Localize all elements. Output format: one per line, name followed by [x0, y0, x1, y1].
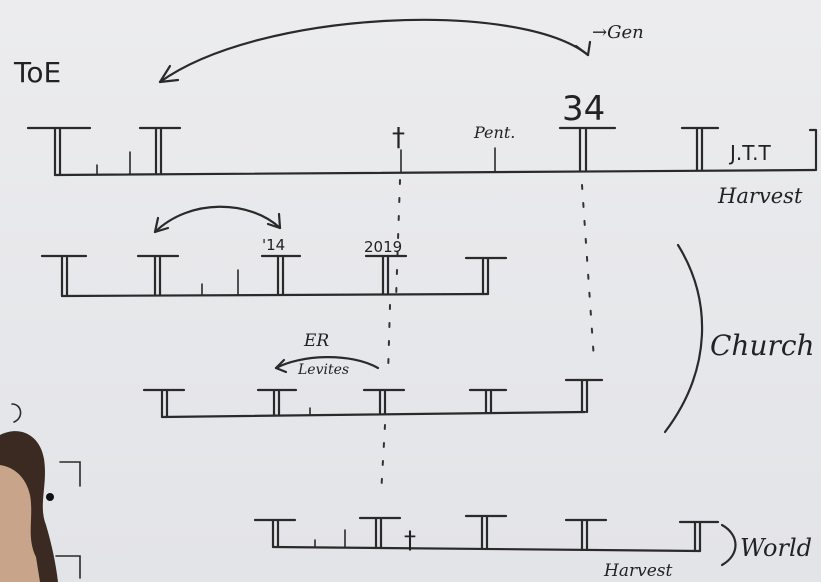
label-2019: 2019 [364, 238, 402, 256]
t-marker [26, 126, 92, 177]
t-marker [464, 256, 508, 296]
label-world: World [740, 534, 812, 562]
tick-mark [201, 269, 239, 295]
arrow-head [153, 216, 170, 234]
label-levites: Levites [297, 362, 349, 378]
timeline-row-4: † World Harvest [253, 514, 812, 581]
label-jtt: J.T.T [728, 141, 771, 165]
t-marker [564, 378, 604, 414]
world-bracket [720, 523, 737, 567]
label-toe: ToE [13, 56, 61, 89]
cross-bottom: † [404, 526, 416, 554]
label-pent: Pent. [473, 123, 515, 142]
t-marker [464, 514, 508, 551]
t-marker [564, 518, 608, 552]
timeline-line-2 [60, 292, 490, 298]
timeline-row-3: ER Levites [142, 331, 604, 419]
edge-mark [11, 403, 22, 423]
t-marker [678, 520, 720, 553]
label-harvest-top: Harvest [717, 184, 803, 208]
church-bracket [663, 243, 704, 434]
cross-top: † [392, 123, 405, 153]
edge-mark [55, 555, 81, 579]
t-marker [142, 388, 186, 419]
t-marker [40, 254, 88, 298]
t-marker [136, 254, 180, 297]
arc-arrow [274, 356, 380, 370]
t-marker [680, 126, 720, 172]
t-marker [364, 254, 408, 296]
dashed-connector [387, 304, 391, 376]
label-gen: →Gen [592, 22, 644, 43]
dashed-connector [581, 184, 595, 361]
timeline-line-1 [53, 168, 817, 177]
arc-arrow [158, 18, 590, 84]
end-bracket [808, 128, 818, 172]
label-church: Church [710, 329, 815, 362]
tick-mark [314, 529, 346, 548]
t-marker [256, 388, 298, 417]
t-marker [558, 126, 617, 173]
timeline-row-1: ToE →Gen † Pent. 34 J.T.T Harvest [13, 18, 818, 208]
t-marker [253, 518, 297, 549]
t-marker [358, 516, 402, 550]
label-14: '14 [262, 236, 285, 254]
timeline-line-3 [160, 410, 587, 419]
arrow-head [574, 40, 592, 57]
dashed-connector [380, 424, 386, 496]
label-harvest-bottom: Harvest [603, 561, 672, 581]
tick-mark [96, 151, 131, 175]
presenter-silhouette [0, 431, 58, 582]
t-marker [260, 254, 302, 296]
arrow-head [266, 212, 282, 230]
arrow-head [158, 64, 180, 84]
arrow-head [274, 358, 288, 374]
label-34: 34 [562, 89, 605, 129]
edge-mark [59, 461, 81, 487]
t-marker [468, 388, 508, 415]
arc-arrow [153, 205, 282, 234]
t-marker [138, 126, 182, 175]
dashed-connector [395, 179, 401, 301]
label-er: ER [303, 331, 329, 351]
t-marker [362, 388, 406, 416]
timeline-row-2: '14 2019 [40, 205, 508, 298]
